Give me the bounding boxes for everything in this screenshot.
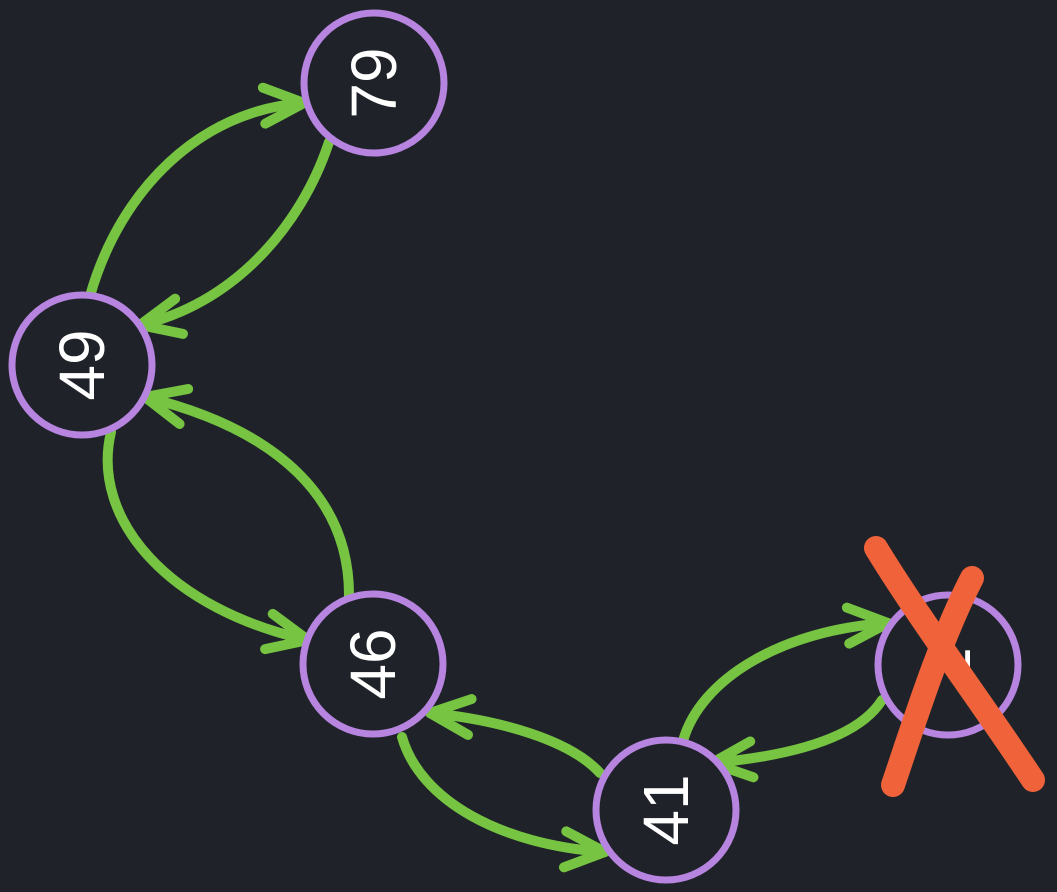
edge-n79-to-n49 [135,137,334,339]
node-circle [299,590,447,738]
edge-line [678,618,893,746]
edge-n49-to-n79 [85,82,309,301]
node-circle [8,291,156,439]
arrowhead [425,694,477,740]
edge-line [140,392,355,602]
node-46: 46 [299,590,447,738]
marks-layer [864,536,1045,797]
node-value: 49 [46,329,118,400]
arrowhead [558,826,610,873]
edge-n41-to-n46 [425,694,605,778]
node-49: 49 [8,291,156,439]
node-41: 41 [592,736,740,884]
edge-n46-to-n49 [140,384,355,602]
edge-n46-to-n41 [397,732,610,873]
node-circle [300,9,448,157]
edge-line [397,732,610,857]
node-79: 79 [300,9,448,157]
cross-stroke-1 [864,536,1045,792]
edge-n49-to-n46 [102,427,313,655]
edge-line [135,137,334,330]
edge-line [707,695,887,768]
edge-line [102,427,313,645]
cross-stroke-2 [881,566,984,797]
node-value: 79 [338,47,410,118]
edge-n2-to-n41 [707,695,887,783]
edges-layer [85,82,893,873]
node-circle [592,736,740,884]
edge-line [85,98,309,301]
edge-line [425,708,605,778]
node-value: 46 [337,628,409,699]
cross-out-mark [864,536,1045,797]
node-value: 41 [630,774,702,845]
